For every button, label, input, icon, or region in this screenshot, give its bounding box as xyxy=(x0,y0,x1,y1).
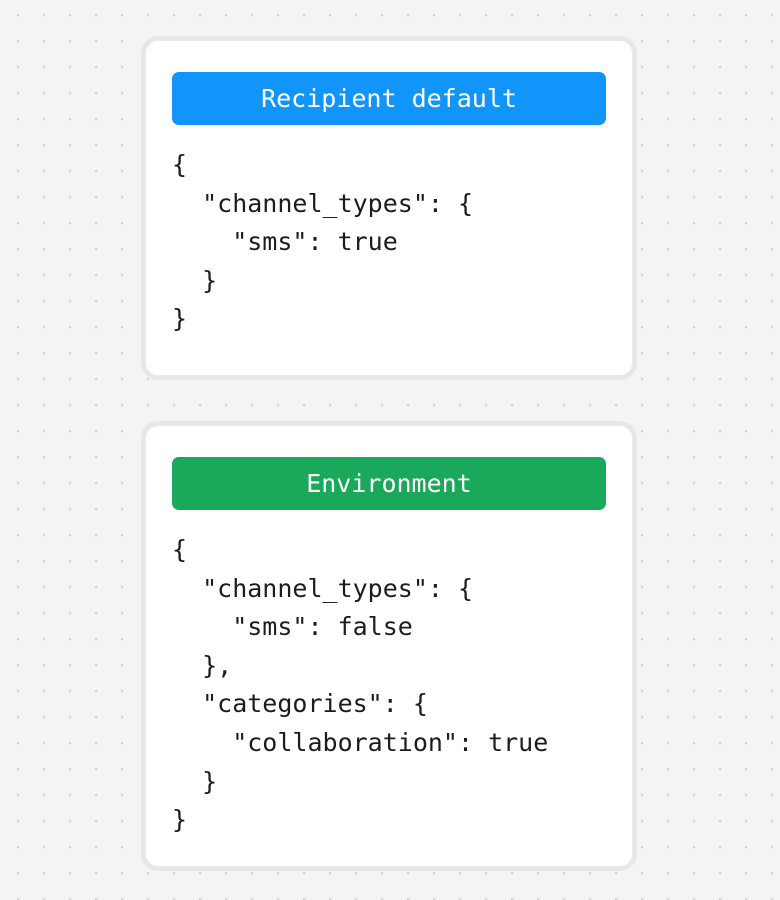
card-title-text: Recipient default xyxy=(261,84,517,113)
json-code-block-recipient-default: { "channel_types": { "sms": true } } xyxy=(172,150,474,334)
card-title-text: Environment xyxy=(306,469,472,498)
json-code-block-environment: { "channel_types": { "sms": false }, "ca… xyxy=(172,535,549,835)
card-environment: Environment { "channel_types": { "sms": … xyxy=(145,425,633,867)
card-title-banner-recipient-default: Recipient default xyxy=(172,72,606,125)
card-recipient-default: Recipient default { "channel_types": { "… xyxy=(145,40,633,376)
card-title-banner-environment: Environment xyxy=(172,457,606,510)
